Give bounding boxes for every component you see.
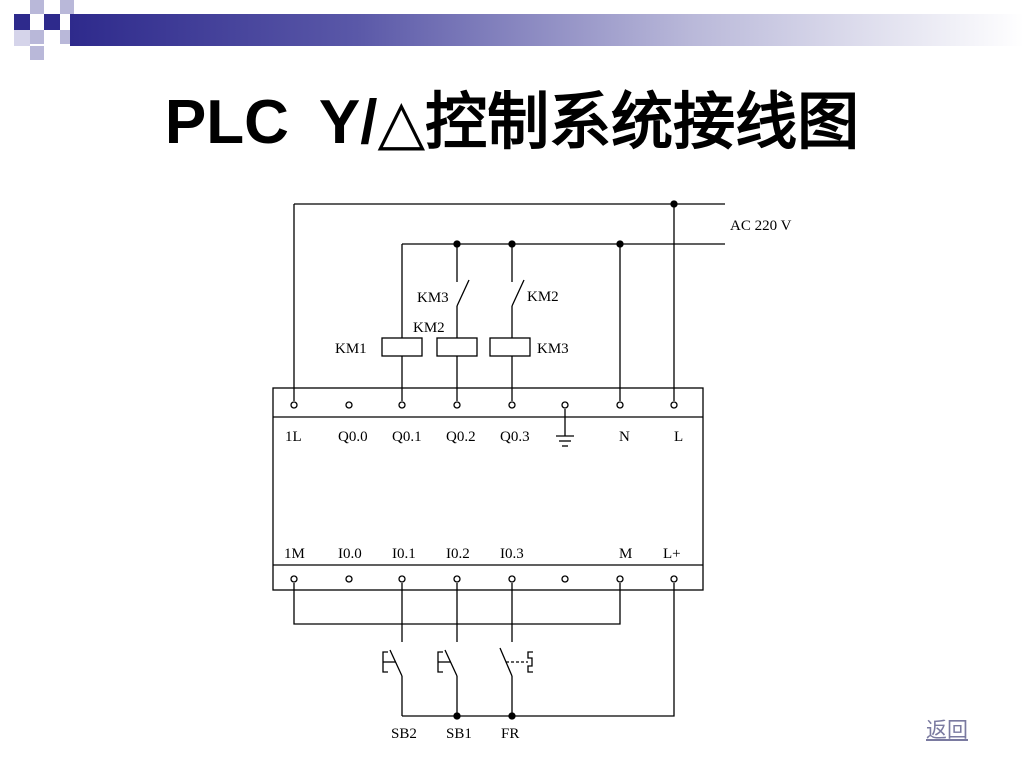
coil-km1-label: KM1	[335, 341, 367, 357]
terminal-I0.1: I0.1	[392, 546, 416, 562]
corner-decoration	[14, 0, 74, 60]
coil-km2	[436, 337, 478, 357]
terminal-Q0.2: Q0.2	[446, 429, 476, 445]
plc-body	[272, 387, 704, 591]
terminal-N: N	[619, 429, 630, 445]
terminal-I0.2: I0.2	[446, 546, 470, 562]
terminal-I0.0: I0.0	[338, 546, 362, 562]
terminal-L+: L+	[663, 546, 681, 562]
input-wiring	[293, 583, 675, 720]
terminal-M: M	[619, 546, 632, 562]
input-terminal-circles	[290, 575, 678, 583]
back-link[interactable]: 返回	[926, 718, 968, 742]
terminal-L: L	[674, 429, 683, 445]
title-plc: PLC	[164, 88, 289, 157]
coil-km1	[381, 337, 423, 357]
coil-km3-label: KM3	[537, 341, 569, 357]
terminal-I0.3: I0.3	[500, 546, 524, 562]
supply-lines	[294, 200, 725, 248]
interlock-km3-label: KM3	[417, 290, 449, 306]
terminal-1M: 1M	[284, 546, 305, 562]
pushbutton-sb2-symbol	[382, 649, 403, 677]
title-rest: Y/△控制系统接线图	[318, 88, 860, 157]
coils	[381, 337, 531, 357]
terminal-1L: 1L	[285, 429, 302, 445]
title-gradient-bar	[70, 14, 1024, 46]
coil-km2-label: KM2	[413, 320, 445, 336]
feed-wires	[293, 204, 675, 401]
interlock-km2-label: KM2	[527, 289, 559, 305]
terminal-Q0.3: Q0.3	[500, 429, 530, 445]
button-sb1-label: SB1	[446, 726, 472, 742]
ground-symbol	[556, 409, 574, 447]
supply-label: AC 220 V	[730, 218, 792, 234]
coil-km3	[489, 337, 531, 357]
terminal-Q0.1: Q0.1	[392, 429, 422, 445]
interlock-contacts	[456, 279, 525, 307]
pushbutton-sb1-symbol	[437, 649, 458, 677]
button-sb2-label: SB2	[391, 726, 417, 742]
output-terminal-circles	[290, 401, 678, 409]
relay-fr-label: FR	[501, 726, 519, 742]
terminal-Q0.0: Q0.0	[338, 429, 368, 445]
overload-fr-symbol	[499, 647, 533, 677]
